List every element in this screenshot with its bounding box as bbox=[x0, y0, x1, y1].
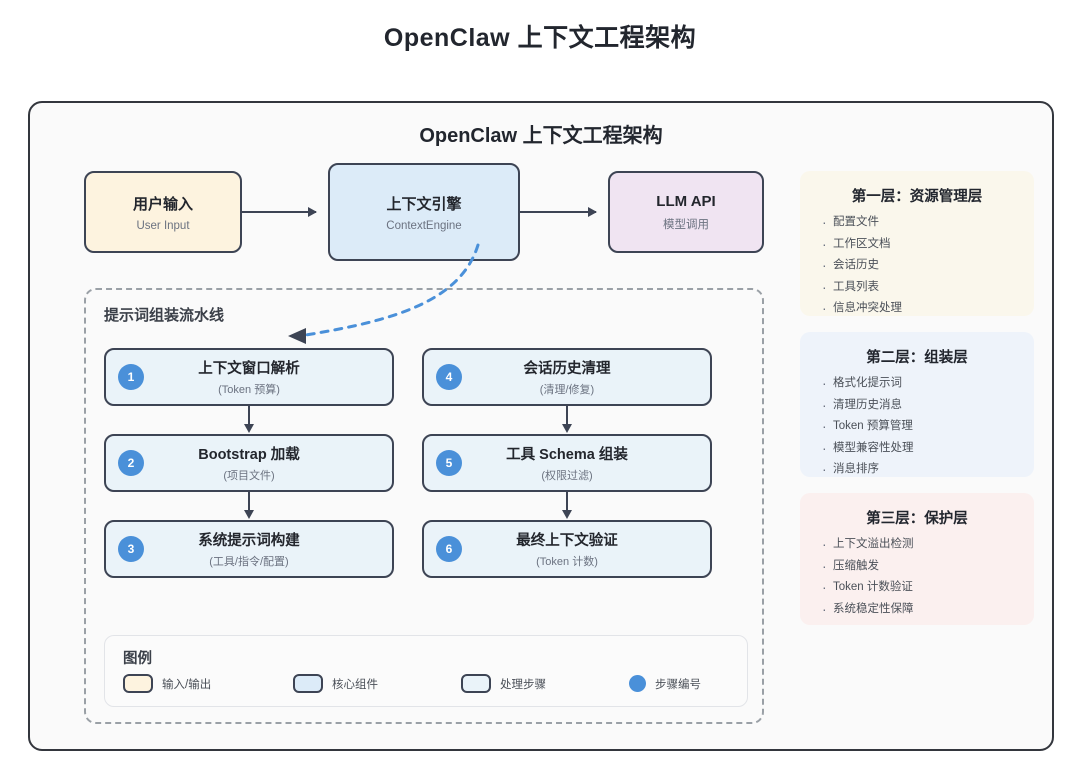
layer-list-item: 格式化提示词 bbox=[822, 376, 1034, 389]
legend-swatch-icon bbox=[461, 674, 491, 693]
legend-item-input-output: 输入/输出 bbox=[123, 674, 293, 693]
pipeline-column-left: 1 上下文窗口解析 (Token 预算) 2 Bootstrap 加载 (项目文… bbox=[104, 348, 394, 578]
step-number-badge: 4 bbox=[436, 364, 462, 390]
frame-title: OpenClaw 上下文工程架构 bbox=[419, 125, 663, 147]
legend-items: 输入/输出 核心组件 处理步骤 步骤编号 bbox=[123, 674, 733, 693]
layer-panel-protection: 第三层：保护层 上下文溢出检测 压缩触发 Token 计数验证 系统稳定性保障 bbox=[800, 493, 1034, 625]
pipeline-step-3[interactable]: 3 系统提示词构建 (工具/指令/配置) bbox=[104, 520, 394, 578]
step-arrow-1-2 bbox=[104, 406, 394, 434]
step-title: 上下文窗口解析 bbox=[198, 361, 300, 377]
layer-list-item: 系统稳定性保障 bbox=[822, 602, 1034, 615]
legend-label: 输入/输出 bbox=[162, 678, 212, 691]
legend-item-core-component: 核心组件 bbox=[293, 674, 461, 693]
flow-node-user-input[interactable]: 用户输入 User Input bbox=[84, 171, 242, 253]
legend-swatch-icon bbox=[293, 674, 323, 693]
legend-swatch-icon bbox=[123, 674, 153, 693]
legend-label: 处理步骤 bbox=[500, 678, 546, 691]
pipeline-title: 提示词组装流水线 bbox=[104, 307, 225, 324]
layer-list-item: 工作区文档 bbox=[822, 237, 1034, 250]
prompt-assembly-pipeline: 提示词组装流水线 1 上下文窗口解析 (Token 预算) 2 Bootstra… bbox=[84, 288, 764, 724]
flow-node-title: 上下文引擎 bbox=[386, 195, 462, 213]
pipeline-step-4[interactable]: 4 会话历史清理 (清理/修复) bbox=[422, 348, 712, 406]
pipeline-step-6[interactable]: 6 最终上下文验证 (Token 计数) bbox=[422, 520, 712, 578]
step-number-badge: 6 bbox=[436, 536, 462, 562]
flow-node-title: LLM API bbox=[656, 192, 716, 210]
legend-label: 核心组件 bbox=[332, 678, 378, 691]
layer-list-item: Token 计数验证 bbox=[822, 580, 1034, 593]
step-arrow-2-3 bbox=[104, 492, 394, 520]
layer-title: 第三层：保护层 bbox=[866, 511, 968, 527]
step-subtitle: (权限过滤) bbox=[541, 470, 593, 482]
step-number-badge: 1 bbox=[118, 364, 144, 390]
step-subtitle: (Token 预算) bbox=[218, 384, 280, 396]
layer-list-item: 上下文溢出检测 bbox=[822, 537, 1034, 550]
step-title: Bootstrap 加载 bbox=[198, 447, 300, 463]
layer-list-item: 工具列表 bbox=[822, 280, 1034, 293]
page-title: OpenClaw 上下文工程架构 bbox=[383, 24, 697, 52]
legend-item-process-step: 处理步骤 bbox=[461, 674, 629, 693]
flow-node-subtitle: 模型调用 bbox=[663, 218, 709, 231]
layer-list-item: 压缩触发 bbox=[822, 559, 1034, 572]
flow-node-context-engine[interactable]: 上下文引擎 ContextEngine bbox=[328, 163, 520, 261]
step-arrow-4-5 bbox=[422, 406, 712, 434]
step-subtitle: (项目文件) bbox=[223, 470, 275, 482]
arrow-engine-to-llm bbox=[520, 207, 597, 217]
layer-title: 第二层：组装层 bbox=[866, 350, 968, 366]
step-title: 会话历史清理 bbox=[523, 361, 611, 377]
dashed-connector-engine-to-pipeline bbox=[288, 243, 480, 344]
step-subtitle: (Token 计数) bbox=[536, 556, 598, 568]
flow-node-title: 用户输入 bbox=[132, 195, 193, 213]
layer-item-list: 配置文件 工作区文档 会话历史 工具列表 信息冲突处理 bbox=[800, 215, 1034, 314]
pipeline-step-5[interactable]: 5 工具 Schema 组装 (权限过滤) bbox=[422, 434, 712, 492]
layer-list-item: Token 预算管理 bbox=[822, 419, 1034, 432]
flow-node-subtitle: User Input bbox=[136, 219, 190, 232]
legend-panel: 图例 输入/输出 核心组件 处理步骤 bbox=[104, 635, 748, 707]
layer-list-item: 信息冲突处理 bbox=[822, 301, 1034, 314]
legend-title: 图例 bbox=[123, 651, 152, 667]
step-number-badge: 3 bbox=[118, 536, 144, 562]
step-title: 系统提示词构建 bbox=[198, 533, 300, 549]
layer-list-item: 消息排序 bbox=[822, 462, 1034, 475]
layer-list-item: 会话历史 bbox=[822, 258, 1034, 271]
layer-panel-assembly: 第二层：组装层 格式化提示词 清理历史消息 Token 预算管理 模型兼容性处理… bbox=[800, 332, 1034, 477]
layer-list-item: 配置文件 bbox=[822, 215, 1034, 228]
pipeline-column-right: 4 会话历史清理 (清理/修复) 5 工具 Schema 组装 (权限过滤) 6… bbox=[422, 348, 712, 578]
step-title: 最终上下文验证 bbox=[516, 533, 618, 549]
layer-list-item: 模型兼容性处理 bbox=[822, 441, 1034, 454]
step-arrow-5-6 bbox=[422, 492, 712, 520]
pipeline-step-2[interactable]: 2 Bootstrap 加载 (项目文件) bbox=[104, 434, 394, 492]
layer-item-list: 格式化提示词 清理历史消息 Token 预算管理 模型兼容性处理 消息排序 bbox=[800, 376, 1034, 475]
pipeline-step-1[interactable]: 1 上下文窗口解析 (Token 预算) bbox=[104, 348, 394, 406]
step-title: 工具 Schema 组装 bbox=[506, 447, 628, 463]
layer-list-item: 清理历史消息 bbox=[822, 398, 1034, 411]
step-number-badge: 2 bbox=[118, 450, 144, 476]
top-flow-row: 用户输入 User Input 上下文引擎 ContextEngine LLM … bbox=[30, 163, 790, 271]
flow-node-subtitle: ContextEngine bbox=[386, 219, 462, 232]
legend-circle-icon bbox=[629, 675, 646, 692]
legend-item-step-number: 步骤编号 bbox=[629, 675, 701, 692]
layer-item-list: 上下文溢出检测 压缩触发 Token 计数验证 系统稳定性保障 bbox=[800, 537, 1034, 615]
layer-title: 第一层：资源管理层 bbox=[851, 189, 983, 205]
step-subtitle: (工具/指令/配置) bbox=[209, 556, 289, 568]
layer-panel-resource-management: 第一层：资源管理层 配置文件 工作区文档 会话历史 工具列表 信息冲突处理 bbox=[800, 171, 1034, 316]
layer-panels: 第一层：资源管理层 配置文件 工作区文档 会话历史 工具列表 信息冲突处理 第二… bbox=[800, 171, 1034, 641]
architecture-frame: OpenClaw 上下文工程架构 用户输入 User Input 上下文引擎 C… bbox=[28, 101, 1054, 751]
arrow-input-to-engine bbox=[242, 207, 317, 217]
step-number-badge: 5 bbox=[436, 450, 462, 476]
legend-label: 步骤编号 bbox=[655, 678, 701, 691]
flow-node-llm-api[interactable]: LLM API 模型调用 bbox=[608, 171, 764, 253]
step-subtitle: (清理/修复) bbox=[539, 384, 595, 396]
